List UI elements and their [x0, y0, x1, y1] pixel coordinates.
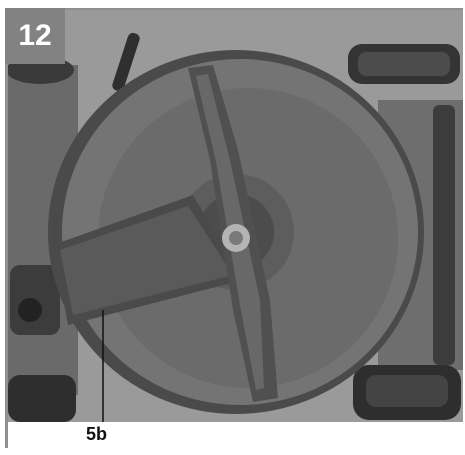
wheel-bottom-left	[8, 375, 76, 422]
frame-top-border	[5, 8, 463, 10]
frame-left-border	[5, 8, 8, 448]
lever	[112, 32, 140, 92]
figure-number-badge: 12	[5, 8, 65, 64]
mower-underside-photo	[8, 10, 463, 422]
grass-bag-edge	[433, 105, 455, 365]
callout-label-5b: 5b	[86, 424, 108, 444]
